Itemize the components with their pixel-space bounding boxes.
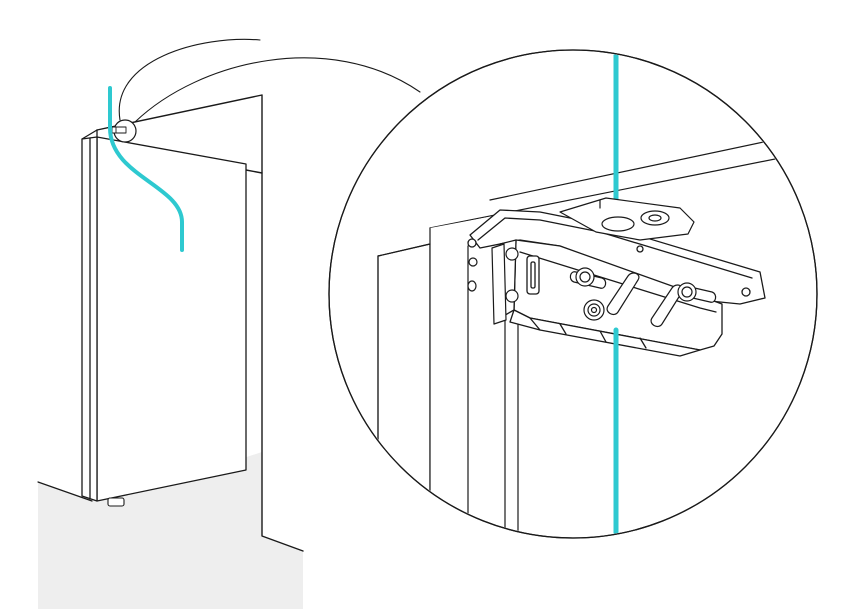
zoom-circle-outline [328,49,818,539]
floor [38,452,303,609]
hinge-pivot-bracket [559,197,695,241]
door-panel [81,129,247,502]
zoom-detail [377,51,816,537]
hinge-top-plate [467,209,766,305]
door-frame [96,94,304,552]
hinge-side-plate [467,243,519,325]
bottom-pivot [107,497,125,507]
hinge-screws [575,267,697,321]
zoom-connector-lines [118,38,421,123]
cable-path-overview [108,86,184,252]
top-hinge-small [111,126,127,134]
floor-edge-line [37,481,93,502]
